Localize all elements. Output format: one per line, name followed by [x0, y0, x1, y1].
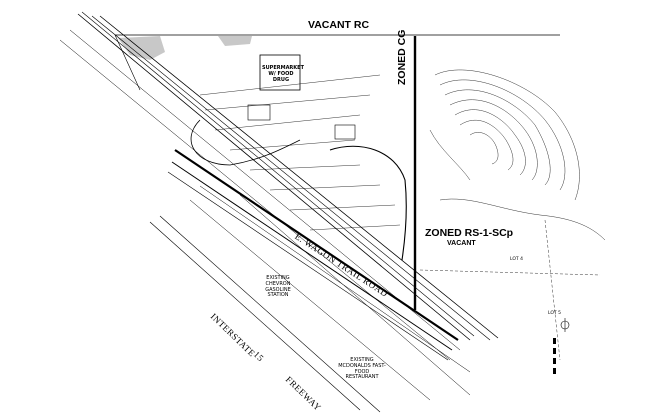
mcdonalds-label: EXISTING MCDONALDS FAST-FOOD RESTAURANT — [338, 357, 386, 381]
lot-lines — [419, 219, 601, 361]
freeway-south — [149, 194, 471, 413]
lot-5-label: LOT 5 — [548, 311, 561, 316]
driveway-curve — [329, 145, 407, 261]
vacant-rc-label: VACANT RC — [308, 19, 370, 31]
vacant-label: VACANT — [447, 240, 476, 247]
chevron-label: EXISTING CHEVRON GASOLINE STATION — [265, 275, 291, 299]
zoned-rs-label: ZONED RS-1-SCp — [425, 227, 514, 239]
access-curve — [190, 119, 301, 166]
west-boundary — [114, 34, 141, 91]
lot-4-label: LOT 4 — [510, 257, 523, 262]
supermarket-label: SUPERMARKET W/ FOOD DRUG — [262, 65, 304, 83]
parking-stalls — [199, 74, 401, 231]
parcel-hatch — [118, 36, 252, 60]
north-arrow — [560, 318, 570, 332]
scale-bar — [553, 338, 556, 374]
zoned-cg-label: ZONED CG — [396, 29, 408, 85]
wagon-trail-road — [167, 149, 471, 373]
freeway-lines — [59, 11, 499, 361]
building-footprints — [247, 54, 356, 140]
contour-lines — [429, 69, 606, 241]
